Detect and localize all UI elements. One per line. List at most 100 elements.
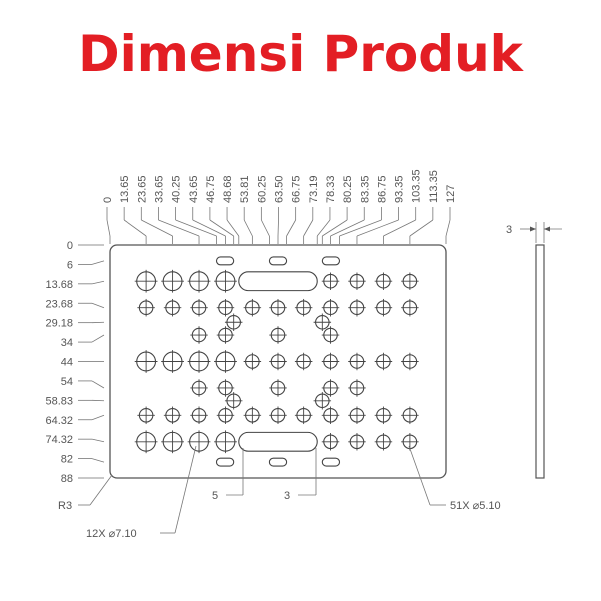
y-dimension-label: 58.83 <box>45 395 73 407</box>
holes <box>134 269 419 454</box>
small-hole <box>269 352 287 371</box>
small-hole <box>294 352 313 371</box>
slot-dim-right: 3 <box>284 490 290 502</box>
x-leader-line <box>260 219 270 237</box>
x-dimension-label: 53.81 <box>239 175 251 203</box>
large-holes-label: 12X ⌀7.10 <box>86 528 137 540</box>
small-hole <box>374 272 393 290</box>
small-hole <box>190 298 208 317</box>
small-hole <box>348 406 366 425</box>
small-hole <box>294 298 313 317</box>
large-hole <box>134 430 158 454</box>
x-dimension-label: 103.35 <box>411 169 423 203</box>
large-hole <box>161 350 184 373</box>
x-leader-line <box>226 219 240 237</box>
x-dimension-label: 66.75 <box>291 175 303 203</box>
page-title: Dimensi Produk <box>78 25 523 83</box>
small-hole <box>348 298 366 317</box>
x-dimension-label: 83.35 <box>359 175 371 203</box>
large-hole <box>214 269 237 293</box>
thickness-label: 3 <box>506 224 512 236</box>
small-hole <box>243 352 262 371</box>
y-leader-line <box>91 458 105 463</box>
x-dimension-label: 46.75 <box>205 175 217 203</box>
slots <box>215 256 341 467</box>
small-hole <box>243 298 262 317</box>
small-hole <box>163 406 182 425</box>
x-dimension-label: 33.65 <box>153 175 165 203</box>
small-hole <box>321 379 340 397</box>
small-hole <box>313 313 332 332</box>
x-dimension-label: 23.65 <box>136 175 148 203</box>
slot <box>238 271 318 292</box>
y-leader-line <box>91 380 105 389</box>
x-leader-line <box>286 219 296 237</box>
small-hole <box>190 379 208 397</box>
slot <box>321 256 341 266</box>
small-hole <box>163 298 182 317</box>
small-hole <box>374 433 393 451</box>
x-leader-line <box>106 219 111 237</box>
y-leader-line <box>91 260 105 265</box>
y-dimension-label: 44 <box>61 357 73 369</box>
x-leader-line <box>445 219 451 237</box>
y-dimension-labels: 0613.6823.6829.1834445458.8364.3274.3282… <box>45 240 73 485</box>
small-hole <box>190 326 208 344</box>
x-dimension-label: 80.25 <box>342 175 354 203</box>
x-dimension-label: 73.19 <box>308 175 320 203</box>
x-leader-line <box>277 219 279 237</box>
y-leader-line <box>91 334 105 343</box>
x-leader-line <box>123 219 147 237</box>
small-hole <box>321 298 340 317</box>
small-hole <box>269 379 287 397</box>
y-dimension-label: 34 <box>61 337 73 349</box>
y-dimension-label: 13.68 <box>45 279 73 291</box>
y-dimension-label: 0 <box>67 240 73 252</box>
x-leader-line <box>356 219 399 237</box>
small-hole <box>401 272 419 290</box>
small-hole <box>348 352 366 371</box>
large-hole <box>187 269 211 293</box>
slot <box>215 457 235 467</box>
x-dimension-label: 43.65 <box>188 175 200 203</box>
small-hole <box>224 313 243 332</box>
x-leader-line <box>316 219 331 237</box>
x-leader-line <box>175 219 217 237</box>
small-hole <box>374 406 393 425</box>
y-dimension-label: 64.32 <box>45 415 73 427</box>
small-hole <box>348 272 366 290</box>
y-dimension-label: 82 <box>61 454 73 466</box>
x-dimension-label: 63.50 <box>274 175 286 203</box>
small-hole <box>348 379 366 397</box>
large-hole <box>161 269 184 293</box>
slot <box>215 256 235 266</box>
large-hole <box>214 430 237 454</box>
large-hole <box>161 430 184 454</box>
small-hole <box>137 298 155 317</box>
large-hole <box>187 430 211 454</box>
x-leader-line <box>158 219 200 237</box>
x-dimension-label: 78.33 <box>325 175 337 203</box>
small-hole <box>321 326 340 344</box>
y-dimension-label: 23.68 <box>45 298 73 310</box>
small-hole <box>243 406 262 425</box>
x-dimension-label: 86.75 <box>376 175 388 203</box>
large-hole <box>134 269 158 293</box>
y-dimension-label: 74.32 <box>45 434 73 446</box>
small-hole <box>401 406 419 425</box>
x-leader-line <box>383 219 416 237</box>
x-dimension-label: 13.65 <box>119 175 131 203</box>
small-hole <box>321 272 340 290</box>
x-dimension-label: 40.25 <box>171 175 183 203</box>
dimension-ticks <box>78 207 451 479</box>
x-leader-line <box>192 219 226 237</box>
slot <box>268 457 288 467</box>
small-hole <box>224 392 243 410</box>
small-hole <box>190 406 208 425</box>
x-dimension-label: 113.35 <box>428 170 440 203</box>
x-dimension-label: 127 <box>445 185 457 203</box>
small-hole <box>401 298 419 317</box>
large-hole <box>214 350 237 373</box>
y-leader-line <box>91 414 105 421</box>
